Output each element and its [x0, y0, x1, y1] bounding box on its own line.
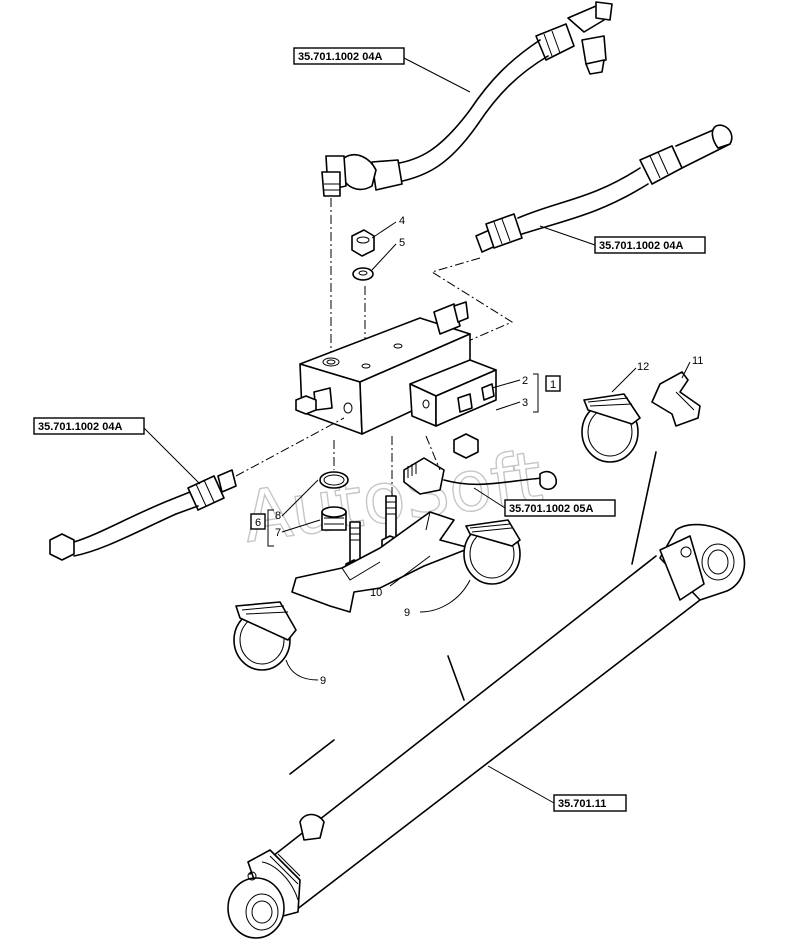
svg-text:35.701.11: 35.701.11: [558, 798, 606, 810]
svg-text:6: 6: [255, 517, 261, 529]
ref-cylinder[interactable]: 35.701.11: [487, 765, 627, 812]
callout-9a: 9: [404, 607, 410, 619]
hose-left: [49, 469, 237, 561]
nut: [351, 229, 375, 257]
washer: [352, 267, 374, 281]
plug: [321, 506, 347, 531]
clamp-mid: [463, 519, 521, 585]
callout-11: 11: [692, 355, 703, 367]
clamp-low: [233, 601, 297, 671]
callout-3: 3: [522, 397, 528, 409]
ref-harness[interactable]: 35.701.1002 05A: [473, 487, 616, 517]
callout-5: 5: [399, 237, 405, 249]
svg-text:35.701.1002 04A: 35.701.1002 04A: [298, 51, 382, 63]
clamp-top: [581, 393, 641, 463]
hose-top: [321, 1, 613, 197]
svg-text:35.701.1002 04A: 35.701.1002 04A: [599, 240, 683, 252]
callout-4: 4: [399, 215, 405, 227]
callout-8: 8: [275, 510, 281, 522]
callout-12: 12: [637, 361, 649, 373]
svg-text:1: 1: [550, 379, 556, 391]
hose-right: [475, 124, 733, 253]
group-callout-6: 6: [250, 513, 266, 530]
ref-hose-left[interactable]: 35.701.1002 04A: [33, 417, 201, 485]
callout-9b: 9: [320, 675, 326, 687]
group-callout-1: 1: [545, 375, 561, 392]
callout-10: 10: [370, 587, 382, 599]
seal-ring: [319, 471, 349, 489]
svg-text:35.701.1002 04A: 35.701.1002 04A: [38, 421, 122, 433]
support-plate: [291, 511, 471, 613]
ref-hose-right[interactable]: 35.701.1002 04A: [539, 225, 706, 254]
callout-2: 2: [522, 375, 528, 387]
callout-7: 7: [275, 527, 281, 539]
hydraulic-cylinder: [227, 451, 746, 939]
ref-hose-top[interactable]: 35.701.1002 04A: [293, 47, 471, 93]
valve-block: [295, 301, 497, 495]
svg-text:35.701.1002 05A: 35.701.1002 05A: [509, 503, 593, 515]
bracket: [651, 371, 701, 427]
